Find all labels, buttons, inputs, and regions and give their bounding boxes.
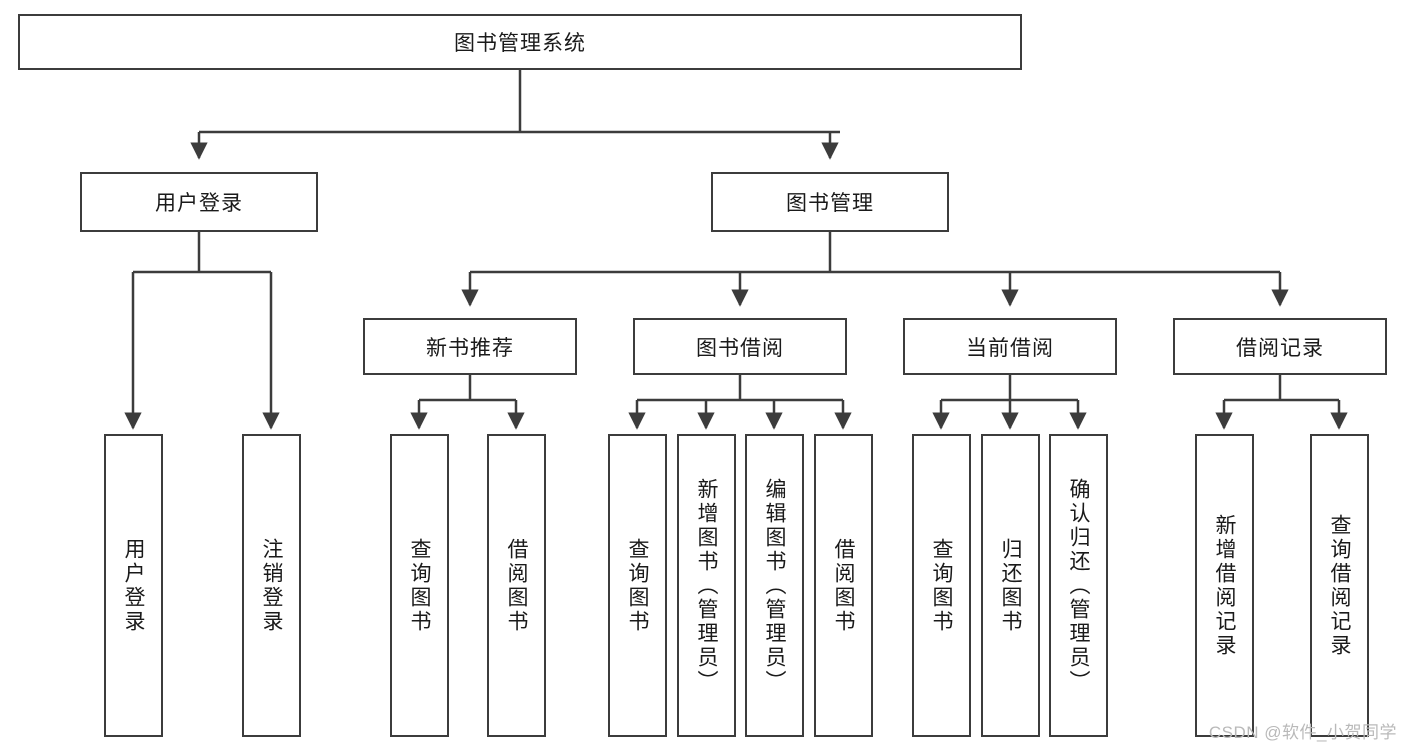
node-leaf-add-book-label: 新增图书（管理员） xyxy=(695,477,718,694)
node-leaf-user-login-label: 用户登录 xyxy=(122,537,145,634)
node-new-book-recommend-label: 新书推荐 xyxy=(426,336,514,360)
node-leaf-edit-book-label: 编辑图书（管理员） xyxy=(763,477,786,694)
node-leaf-add-record-label: 新增借阅记录 xyxy=(1213,513,1236,658)
node-book-borrow[interactable]: 图书借阅 xyxy=(633,318,847,375)
node-borrow-record-label: 借阅记录 xyxy=(1236,336,1324,360)
node-leaf-user-login[interactable]: 用户登录 xyxy=(104,434,163,737)
node-leaf-edit-book[interactable]: 编辑图书（管理员） xyxy=(745,434,804,737)
node-leaf-return-book[interactable]: 归还图书 xyxy=(981,434,1040,737)
node-leaf-borrow-book-2[interactable]: 借阅图书 xyxy=(814,434,873,737)
node-leaf-confirm-return[interactable]: 确认归还（管理员） xyxy=(1049,434,1108,737)
node-leaf-add-book[interactable]: 新增图书（管理员） xyxy=(677,434,736,737)
node-leaf-query-record-label: 查询借阅记录 xyxy=(1328,513,1351,658)
node-leaf-borrow-book-1-label: 借阅图书 xyxy=(505,537,528,634)
node-leaf-query-book-1-label: 查询图书 xyxy=(408,537,431,634)
node-leaf-query-record[interactable]: 查询借阅记录 xyxy=(1310,434,1369,737)
node-leaf-borrow-book-1[interactable]: 借阅图书 xyxy=(487,434,546,737)
node-leaf-query-book-3[interactable]: 查询图书 xyxy=(912,434,971,737)
node-current-borrow-label: 当前借阅 xyxy=(966,336,1054,360)
node-current-borrow[interactable]: 当前借阅 xyxy=(903,318,1117,375)
node-user-login-label: 用户登录 xyxy=(155,192,243,215)
node-leaf-return-book-label: 归还图书 xyxy=(999,537,1022,634)
node-leaf-query-book-3-label: 查询图书 xyxy=(930,537,953,634)
node-leaf-query-book-2[interactable]: 查询图书 xyxy=(608,434,667,737)
node-root[interactable]: 图书管理系统 xyxy=(18,14,1022,70)
node-leaf-add-record[interactable]: 新增借阅记录 xyxy=(1195,434,1254,737)
node-book-manage[interactable]: 图书管理 xyxy=(711,172,949,232)
node-borrow-record[interactable]: 借阅记录 xyxy=(1173,318,1387,375)
node-leaf-borrow-book-2-label: 借阅图书 xyxy=(832,537,855,634)
node-user-login[interactable]: 用户登录 xyxy=(80,172,318,232)
node-new-book-recommend[interactable]: 新书推荐 xyxy=(363,318,577,375)
node-leaf-confirm-return-label: 确认归还（管理员） xyxy=(1067,477,1090,694)
node-leaf-query-book-2-label: 查询图书 xyxy=(626,537,649,634)
node-leaf-query-book-1[interactable]: 查询图书 xyxy=(390,434,449,737)
node-book-borrow-label: 图书借阅 xyxy=(696,336,784,360)
node-book-manage-label: 图书管理 xyxy=(786,192,874,215)
csdn-watermark: CSDN @软件_小贺同学 xyxy=(1208,723,1397,742)
node-leaf-logout-label: 注销登录 xyxy=(260,537,283,634)
node-leaf-logout[interactable]: 注销登录 xyxy=(242,434,301,737)
node-root-label: 图书管理系统 xyxy=(454,32,586,55)
